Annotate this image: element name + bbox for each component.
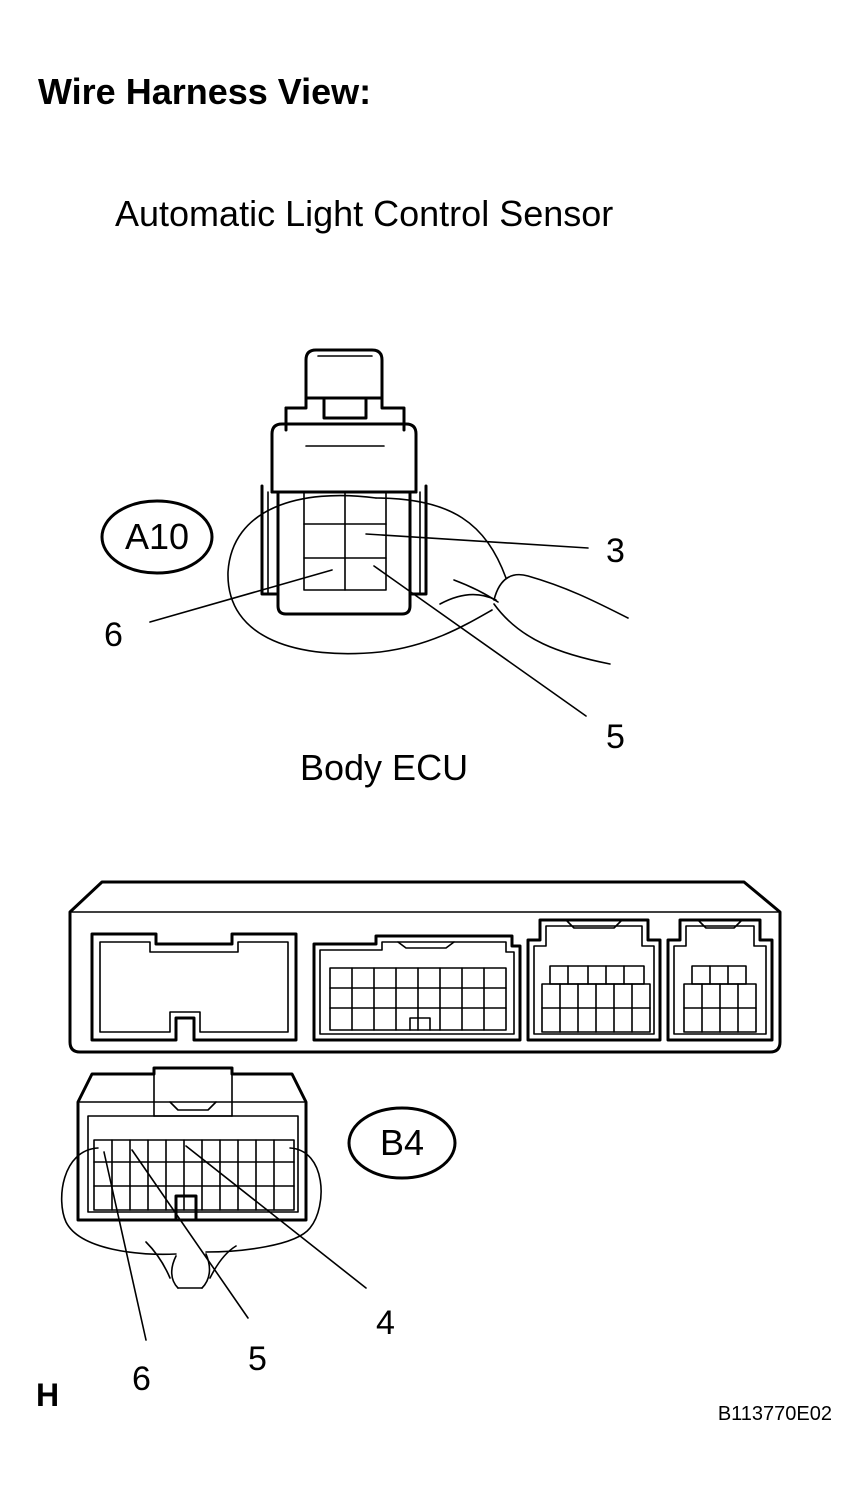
page-title: Wire Harness View: (38, 71, 371, 112)
ecu-pin-5-leader (131, 1149, 249, 1319)
sensor-pin-5-leader (373, 565, 587, 717)
ecu-pin-6-label: 6 (132, 1360, 151, 1398)
ecu-connector-badge (347, 1106, 457, 1180)
ecu-pin-6-leader (103, 1151, 147, 1341)
ecu-name: Body ECU (300, 747, 468, 788)
ecu-connector-code: B4 (380, 1122, 424, 1163)
ecu-pin-5-label: 5 (248, 1340, 267, 1378)
ecu-harness-connector-drawing (60, 1066, 322, 1289)
sensor-connector-name: Automatic Light Control Sensor (115, 193, 613, 234)
sensor-pin-5-label: 5 (606, 718, 625, 756)
sensor-pin-6-label: 6 (104, 616, 123, 654)
corner-letter: H (36, 1377, 59, 1413)
sensor-connector-badge (100, 499, 214, 575)
ecu-pin-4-leader (185, 1145, 367, 1289)
sensor-connector-drawing (227, 348, 629, 665)
ecu-pin-4-label: 4 (376, 1304, 395, 1342)
sensor-pin-3-label: 3 (606, 532, 625, 570)
sensor-connector-code: A10 (125, 516, 189, 557)
ecu-body-drawing (68, 880, 782, 1054)
figure-id: B113770E02 (718, 1403, 832, 1425)
sensor-pin-3-leader (365, 533, 589, 549)
sensor-pin-6-leader (149, 569, 333, 623)
